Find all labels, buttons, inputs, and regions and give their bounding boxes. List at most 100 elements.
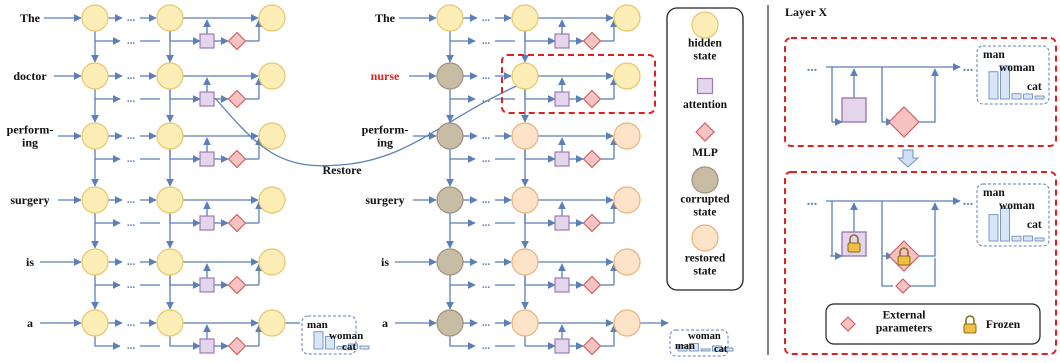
legend-external-icon [840,316,856,332]
mlp-diamond [227,275,247,295]
ellipsis: ... [482,194,491,206]
legend-lock-icon [963,315,977,334]
legend-corrupted-icon [691,166,719,194]
label-line: MLP [692,147,718,159]
hidden-state-node [81,186,109,214]
skip-connector [94,336,121,350]
hidden-state-node [156,62,184,90]
attention-square [199,33,215,49]
legend-mlp-icon [695,122,715,142]
attention-block [841,97,867,123]
label-line: surgery [10,193,49,207]
prediction-label: cat [1027,81,1042,93]
prediction-label: woman [999,200,1035,212]
prob-bar [723,347,734,352]
to-attention [169,31,201,45]
label-line: restored [685,253,726,265]
to-attention [169,213,201,227]
prediction-label: cat [714,344,728,355]
ellipsis: ... [482,340,491,352]
prob-bar [359,345,370,350]
lock-shackle [899,247,909,256]
token-label: surgery [365,193,404,207]
label-line: attention [683,99,728,111]
prob-bar [1000,65,1010,100]
prob-bar [689,343,699,352]
ellipsis: ... [482,153,491,165]
prob-bar [1034,237,1045,242]
label-line: External [883,310,926,322]
to-attention [524,275,556,289]
mlp-diamond [582,213,602,233]
prediction-label: man [307,319,328,331]
prob-bar [1000,207,1010,242]
to-attention [169,89,201,103]
prob-bar [1023,235,1033,242]
prob-bar [325,336,335,350]
ellipsis: ... [127,93,136,105]
hidden-state-node [258,186,286,214]
ellipsis: ... [482,35,491,47]
hidden-state-node [258,309,286,337]
corrupted-state-node [436,186,464,214]
prediction-label: cat [342,341,356,353]
to-attention [169,275,201,289]
label-line: is [381,255,389,269]
attention-square [199,277,215,293]
to-attention [524,89,556,103]
hidden-state-node [613,122,641,150]
prob-bar [348,343,358,350]
ellipsis: ... [482,217,491,229]
attention-square [554,215,570,231]
corrupted-state-node [436,309,464,337]
prediction-label: woman [688,331,721,342]
restored-highlight-box [501,54,656,114]
label-line: Layer X [785,5,827,19]
mlp-diamond [582,149,602,169]
skip-connector [94,89,121,103]
corrupted-state-node [436,62,464,90]
hidden-state-node [156,122,184,150]
legend-restored-icon [691,224,719,252]
restore-label: Restore [322,163,362,177]
ellipsis: ... [482,279,491,291]
ellipsis: ... [482,256,491,268]
layer-bottom-box [784,171,1057,355]
ellipsis: ... [127,317,136,329]
attention-square [554,33,570,49]
prob-bar [313,331,324,350]
label-line: corrupted [680,194,730,206]
ellipsis: ... [807,60,818,75]
prob-bar [1011,93,1022,100]
hidden-state-node [511,4,539,32]
prediction-label: cat [1027,219,1042,231]
lock-body [897,255,911,266]
skip-connector [94,275,121,289]
hidden-state-node [436,4,464,32]
prediction-label: man [983,187,1005,199]
transition-arrow [896,149,920,168]
hidden-state-node [613,4,641,32]
hidden-state-node [613,309,641,337]
ellipsis: ... [963,60,974,75]
corrupted-state-node [436,248,464,276]
skip-connector [449,213,476,227]
ellipsis: ... [127,256,136,268]
hidden-state-node [81,309,109,337]
token-label: a [382,316,388,330]
prob-bar [1011,235,1022,242]
hidden-state-node [156,248,184,276]
ellipsis: ... [127,340,136,352]
ellipsis: ... [482,12,491,24]
skip-connector [94,149,121,163]
label-line: nurse [371,69,400,83]
to-attention [169,336,201,350]
to-attention [524,213,556,227]
hidden-state-node [81,62,109,90]
hidden-state-node [258,62,286,90]
token-label: The [375,11,396,25]
corrupted-token: nurse [371,69,400,83]
mlp-diamond [227,149,247,169]
